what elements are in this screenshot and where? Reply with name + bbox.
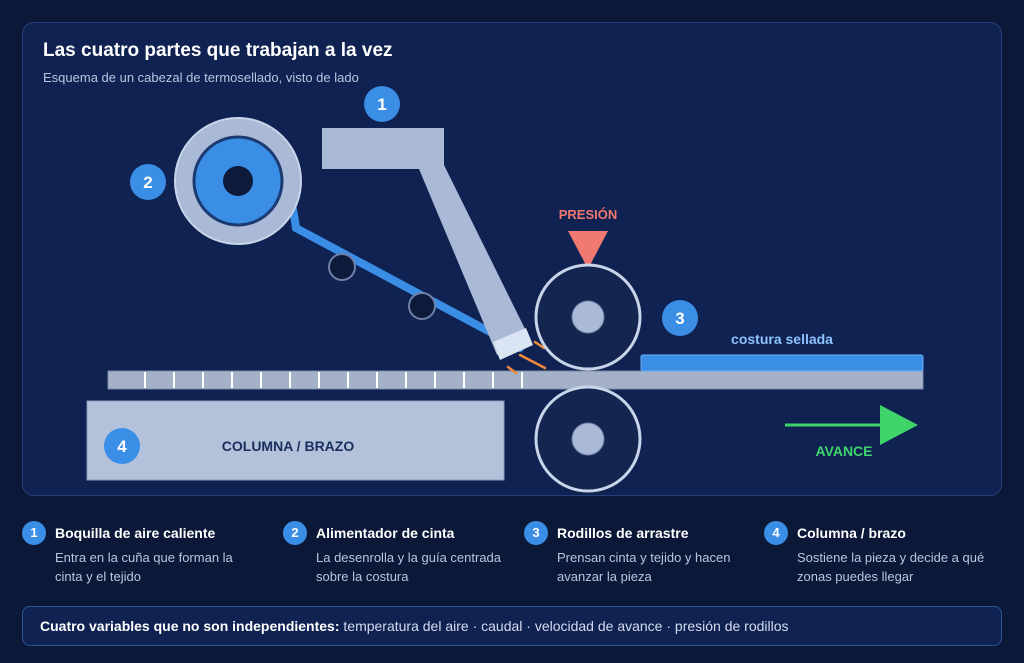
sealed-seam (640, 354, 924, 372)
advance-label: AVANCE (815, 443, 872, 459)
page-title: Las cuatro partes que trabajan a la vez (43, 40, 393, 61)
column-arm (86, 400, 505, 481)
legend-title: Rodillos de arrastre (557, 525, 689, 541)
advance-arrow-icon (880, 405, 918, 445)
legend-description: Entra en la cuña que forman la cinta y e… (55, 550, 233, 584)
hot-air-nozzle (322, 128, 531, 355)
legend-number: 1 (22, 521, 46, 545)
legend-title: Boquilla de aire caliente (55, 525, 216, 541)
marker-3: 3 (662, 300, 698, 336)
legend-description: Prensan cinta y tejido y hacen avanzar l… (557, 550, 731, 584)
marker-4: 4 (104, 428, 140, 464)
legend-number: 2 (283, 521, 307, 545)
nozzle-tip (493, 328, 533, 360)
column-label: COLUMNA / BRAZO (222, 438, 355, 454)
marker-1: 1 (364, 86, 400, 122)
fabric-stitches (144, 372, 523, 388)
legend-title: Columna / brazo (797, 525, 906, 541)
heat-sparks (506, 340, 547, 375)
legend-title: Alimentador de cinta (316, 525, 455, 541)
variables-note-text: temperatura del aire · caudal · velocida… (343, 618, 789, 634)
svg-text:4: 4 (117, 437, 127, 456)
page-subtitle: Esquema de un cabezal de termosellado, v… (43, 70, 359, 85)
upper-roller-hub (571, 300, 605, 334)
legend-number: 3 (524, 521, 548, 545)
marker-2: 2 (130, 164, 166, 200)
variables-note: Cuatro variables que no son independient… (22, 606, 1002, 646)
lower-roller-hub (571, 422, 605, 456)
svg-text:2: 2 (143, 173, 152, 192)
variables-note-label: Cuatro variables que no son independient… (40, 618, 340, 634)
seam-label: costura sellada (731, 331, 833, 347)
legend-number: 4 (764, 521, 788, 545)
fabric-strip (107, 370, 924, 390)
spool-hub (223, 166, 253, 196)
guide-roller-2 (408, 292, 436, 320)
svg-text:1: 1 (377, 95, 386, 114)
guide-roller-1 (328, 253, 356, 281)
svg-text:3: 3 (675, 309, 684, 328)
pressure-label: PRESIÓN (559, 207, 618, 222)
legend-description: La desenrolla y la guía centrada sobre l… (316, 550, 502, 584)
pressure-arrow-icon (568, 231, 608, 269)
legend-description: Sostiene la pieza y decide a qué zonas p… (797, 550, 985, 584)
